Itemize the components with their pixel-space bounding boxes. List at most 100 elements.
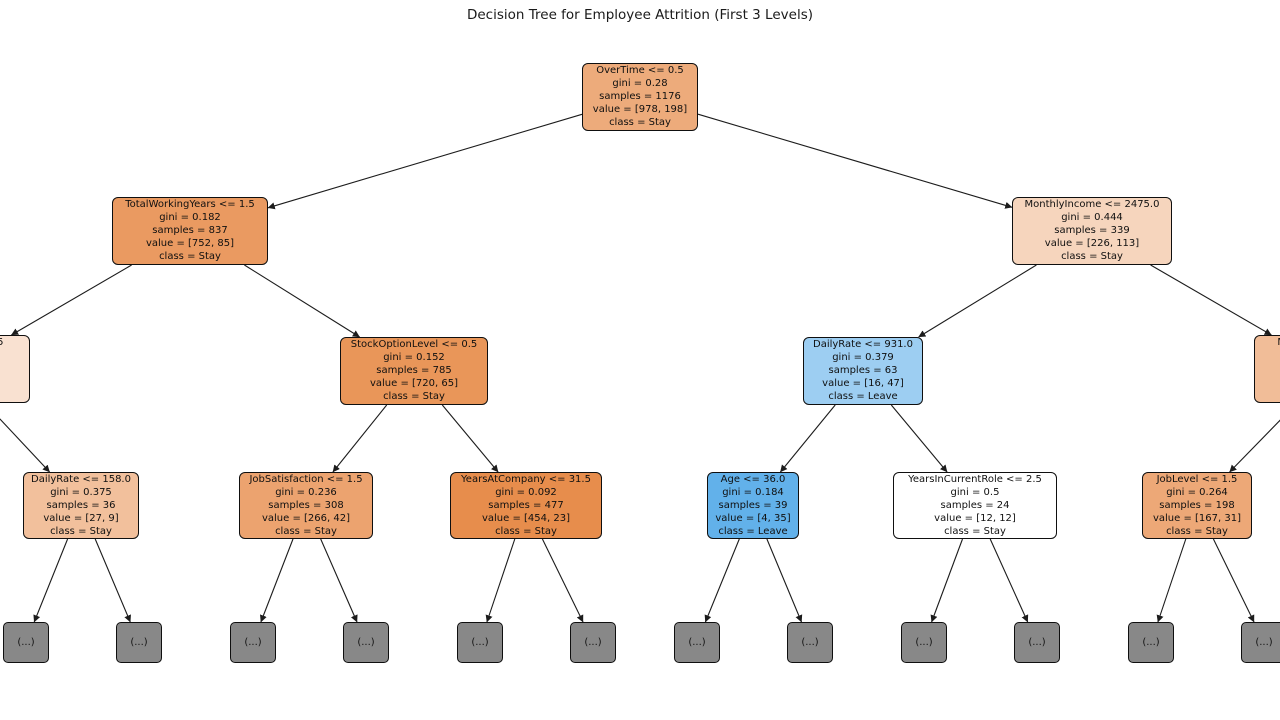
node-line: gini = 0.184 — [722, 486, 784, 498]
leaf-label: (...) — [584, 637, 602, 648]
tree-edge-joblevel-l12 — [1212, 538, 1255, 623]
node-line: gini = 0.379 — [832, 351, 894, 363]
tree-edge-dr931-yicr — [890, 404, 948, 473]
node-line: gini = 0.092 — [495, 486, 557, 498]
tree-edge-jobsat-l3 — [260, 538, 294, 623]
node-line: DailyRate <= 931.0 — [813, 339, 913, 350]
tree-edge-age-l7 — [704, 538, 740, 623]
node-line: class = Stay — [1061, 250, 1123, 262]
tree-edge-yac-l5 — [485, 538, 516, 623]
node-line: value = [266, 42] — [261, 512, 351, 524]
node-line: class = Stay — [159, 250, 221, 262]
node-line: value = [32, 20] — [0, 376, 26, 389]
node-line: samples = 308 — [268, 499, 344, 511]
tree-edge-yicr-l10 — [989, 538, 1029, 623]
collapsed-leaf-node: (...) — [343, 622, 389, 663]
node-line: gini = 0.473 — [0, 350, 26, 363]
node-line: gini = 0.5 — [950, 486, 1000, 498]
collapsed-leaf-node: (...) — [1241, 622, 1280, 663]
node-line: class = Stay — [0, 389, 26, 402]
node-line: value = [752, 85] — [145, 237, 235, 249]
node-line: class = Leave — [718, 525, 788, 537]
node-line: gini = 0.444 — [1061, 211, 1123, 223]
leaf-label: (...) — [357, 637, 375, 648]
node-line: value = [167, 31] — [1152, 512, 1242, 524]
node-line: samples = 39 — [718, 499, 788, 511]
node-line: gini = 0.264 — [1166, 486, 1228, 498]
node-line: class = Stay — [944, 525, 1006, 537]
node-line: value = [720, 65] — [369, 377, 459, 389]
node-line: MonthlyIncome <= 2475.0 — [1024, 199, 1160, 210]
node-line: value = [978, 198] — [592, 103, 688, 115]
collapsed-leaf-node: (...) — [787, 622, 833, 663]
node-line: class = Stay — [383, 390, 445, 402]
tree-edge-mi-dr931 — [918, 264, 1037, 338]
tree-edge-twy-sol — [244, 264, 360, 338]
node-line: OverTime <= 0.5 — [596, 65, 684, 76]
node-line: samples = 52 — [0, 363, 26, 376]
collapsed-leaf-node: (...) — [1128, 622, 1174, 663]
leaf-label: (...) — [130, 637, 148, 648]
leaf-label: (...) — [1255, 637, 1273, 648]
node-line: HourlyRate <= 58.5 — [0, 337, 26, 350]
node-line: value = [454, 23] — [481, 512, 571, 524]
tree-edge-root-twy — [267, 113, 583, 210]
node-line: TotalWorkingYears <= 1.5 — [125, 199, 255, 210]
node-line: samples = 276 — [1258, 363, 1280, 376]
tree-edge-dr158-l1 — [33, 538, 69, 623]
tree-edge-yicr-l9 — [930, 538, 964, 623]
node-line: MaritalStatus <= 1.5 — [1258, 337, 1280, 350]
node-line: class = Leave — [828, 390, 898, 402]
tree-edge-pright-joblevel — [1229, 419, 1280, 473]
leaf-label: (...) — [471, 637, 489, 648]
tree-edge-sol-yac — [441, 404, 499, 473]
collapsed-leaf-node: (...) — [3, 622, 49, 663]
tree-edge-pleft-dr158 — [0, 418, 51, 473]
leaf-label: (...) — [1028, 637, 1046, 648]
tree-edge-age-l8 — [766, 538, 803, 623]
leaf-label: (...) — [1142, 637, 1160, 648]
node-line: YearsAtCompany <= 31.5 — [461, 474, 591, 485]
node-line: samples = 198 — [1159, 499, 1235, 511]
node-line: class = Stay — [609, 116, 671, 128]
tree-edge-joblevel-l11 — [1156, 538, 1187, 623]
node-line: value = [226, 113] — [1044, 237, 1140, 249]
node-line: samples = 24 — [940, 499, 1010, 511]
node-line: class = Stay — [50, 525, 112, 537]
node-line: gini = 0.236 — [275, 486, 337, 498]
node-line: JobSatisfaction <= 1.5 — [249, 474, 363, 485]
leaf-label: (...) — [688, 637, 706, 648]
node-line: value = [12, 12] — [934, 512, 1016, 524]
node-line: JobLevel <= 1.5 — [1156, 474, 1238, 485]
leaf-label: (...) — [915, 637, 933, 648]
node-line: Age <= 36.0 — [720, 474, 786, 485]
node-line: YearsInCurrentRole <= 2.5 — [908, 474, 1042, 485]
node-line: gini = 0.28 — [612, 77, 668, 89]
collapsed-leaf-node: (...) — [1014, 622, 1060, 663]
node-line: gini = 0.152 — [383, 351, 445, 363]
tree-edge-root-mi — [697, 113, 1013, 209]
collapsed-leaf-node: (...) — [674, 622, 720, 663]
collapsed-leaf-node: (...) — [230, 622, 276, 663]
node-line: DailyRate <= 158.0 — [31, 474, 131, 485]
tree-edge-mi-pright — [1150, 264, 1272, 336]
node-line: class = Stay — [1258, 389, 1280, 402]
node-line: samples = 785 — [376, 364, 452, 376]
node-line: samples = 477 — [488, 499, 564, 511]
node-line: samples = 1176 — [599, 90, 681, 102]
node-line: value = [16, 47] — [822, 377, 904, 389]
node-line: gini = 0.364 — [1258, 350, 1280, 363]
